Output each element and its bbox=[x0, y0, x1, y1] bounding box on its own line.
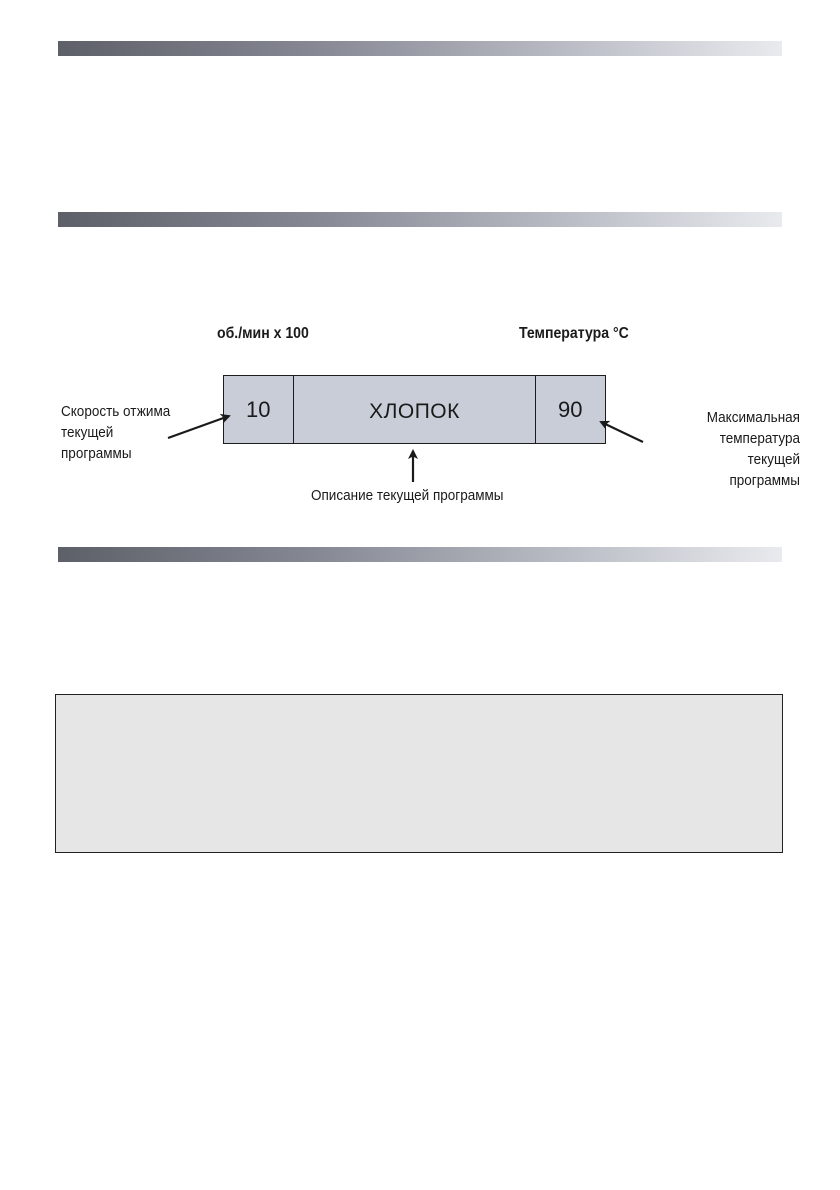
annotation-line: Скорость отжима bbox=[61, 403, 171, 420]
program-name-cell: ХЛОПОК bbox=[294, 376, 536, 443]
max-temperature-annotation: Максимальная температура текущей програм… bbox=[629, 407, 800, 491]
annotation-line: температура bbox=[719, 430, 800, 447]
spin-speed-annotation: Скорость отжима текущей программы bbox=[61, 401, 170, 464]
section-header-bar bbox=[58, 547, 782, 562]
max-temperature-cell: 90 bbox=[536, 376, 606, 443]
spin-speed-arrow bbox=[167, 414, 231, 440]
note-box bbox=[55, 694, 783, 853]
program-name-value: ХЛОПОК bbox=[369, 400, 460, 423]
max-temperature-value: 90 bbox=[558, 397, 583, 422]
spin-speed-cell: 10 bbox=[224, 376, 294, 443]
annotation-line: программы bbox=[729, 472, 800, 489]
annotation-line: Максимальная bbox=[706, 409, 800, 426]
program-display-panel: 10 ХЛОПОК 90 bbox=[223, 375, 606, 444]
rpm-header-label: об./мин x 100 bbox=[217, 325, 309, 342]
annotation-line: текущей bbox=[747, 451, 800, 468]
section-header-bar bbox=[58, 212, 782, 227]
temperature-header-label: Температура °C bbox=[519, 325, 629, 342]
annotation-line: программы bbox=[61, 445, 132, 462]
program-description-annotation: Описание текущей программы bbox=[311, 487, 504, 504]
annotation-line: текущей bbox=[61, 424, 114, 441]
spin-speed-value: 10 bbox=[246, 397, 271, 422]
section-header-bar bbox=[58, 41, 782, 56]
